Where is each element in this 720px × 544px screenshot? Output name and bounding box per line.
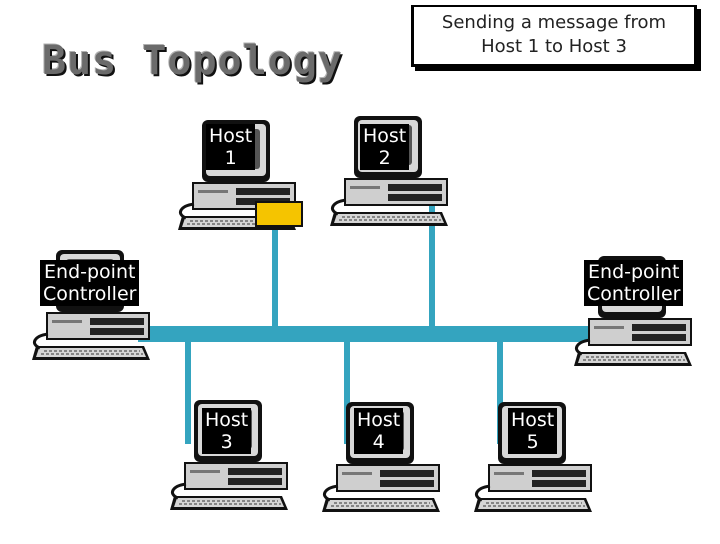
node-label-line: 5 <box>526 431 539 453</box>
message-packet <box>255 201 303 227</box>
callout-line-2: Host 1 to Host 3 <box>481 36 627 57</box>
node-label-host-2: Host 2 <box>360 124 410 170</box>
node-label-line: Host <box>209 125 253 147</box>
node-label-line: 1 <box>224 147 237 169</box>
network-cabling <box>138 206 598 444</box>
node-label-line: Host <box>205 409 249 431</box>
drop-host-1 <box>272 226 278 328</box>
node-label-controller-right: End-point Controller <box>584 260 684 306</box>
node-label-host-5: Host 5 <box>508 408 558 454</box>
node-label-line: End-point <box>44 261 136 283</box>
node-label-host-4: Host 4 <box>354 408 404 454</box>
message-callout: Sending a message from Host 1 to Host 3 <box>411 5 697 67</box>
page-title: Bus Topology <box>42 38 343 84</box>
node-label-line: Host <box>363 125 407 147</box>
drop-host-5 <box>497 340 503 444</box>
node-label-line: 2 <box>378 147 391 169</box>
node-label-line: Host <box>511 409 555 431</box>
node-label-line: Controller <box>587 283 681 305</box>
node-label-line: 4 <box>372 431 385 453</box>
node-label-line: Host <box>357 409 401 431</box>
node-label-line: 3 <box>220 431 233 453</box>
drop-host-2 <box>429 206 435 328</box>
node-label-line: End-point <box>588 261 680 283</box>
drop-host-4 <box>344 340 350 444</box>
node-label-controller-left: End-point Controller <box>40 260 140 306</box>
bus-backbone <box>138 326 598 342</box>
node-label-line: Controller <box>43 283 137 305</box>
node-label-host-1: Host 1 <box>206 124 256 170</box>
node-label-host-3: Host 3 <box>202 408 252 454</box>
callout-line-1: Sending a message from <box>441 12 667 33</box>
drop-host-3 <box>185 340 191 444</box>
